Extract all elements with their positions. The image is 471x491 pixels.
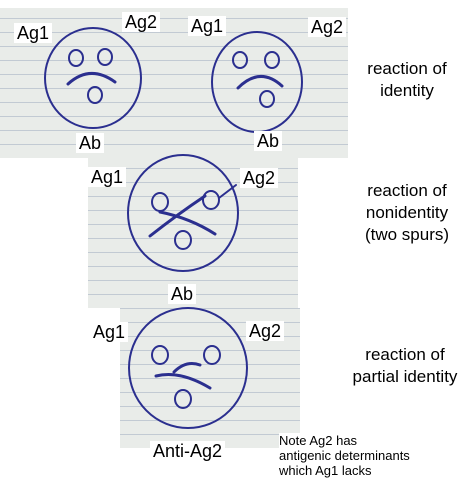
row3-ag1-label: Ag1 [90, 322, 129, 342]
partial-identity-caption-line1: reaction of [365, 345, 445, 364]
partial-identity-caption-line2: partial identity [352, 367, 458, 386]
row1-left-ag1-label: Ag1 [14, 23, 53, 43]
row2-ag1-label: Ag1 [88, 167, 127, 187]
identity-plate-right [211, 31, 303, 133]
note-line3: which Ag1 lacks [279, 463, 372, 478]
row2-ab-label: Ab [168, 284, 197, 304]
partial-identity-plate [128, 307, 248, 429]
paper-background-top [0, 8, 348, 158]
row1-right-ab-label: Ab [254, 131, 283, 151]
note-box: Note Ag2 has antigenic determinants whic… [279, 433, 457, 478]
row1-right-ag1-label: Ag1 [188, 16, 227, 36]
identity-caption-line1: reaction of [367, 59, 447, 78]
identity-caption-line2: identity [380, 81, 434, 100]
partial-identity-caption: reaction of partial identity [340, 344, 470, 388]
nonidentity-caption-line2: nonidentity [365, 203, 449, 222]
note-line2: antigenic determinants [279, 448, 410, 463]
identity-plate-left [44, 27, 142, 129]
nonidentity-caption-line3: (two spurs) [364, 225, 450, 244]
row1-left-ab-label: Ab [76, 133, 105, 153]
row3-antibody-label: Anti-Ag2 [150, 441, 226, 461]
row1-left-ag2-label: Ag2 [122, 12, 161, 32]
nonidentity-caption-line1: reaction of [367, 181, 447, 200]
row3-ag2-label: Ag2 [246, 321, 285, 341]
note-line1: Note Ag2 has [279, 433, 358, 448]
row2-ag2-label: Ag2 [240, 168, 279, 188]
nonidentity-caption: reaction of nonidentity (two spurs) [352, 180, 462, 246]
identity-caption: reaction of identity [352, 58, 462, 102]
row1-right-ag2-label: Ag2 [308, 17, 347, 37]
nonidentity-plate [127, 154, 239, 272]
